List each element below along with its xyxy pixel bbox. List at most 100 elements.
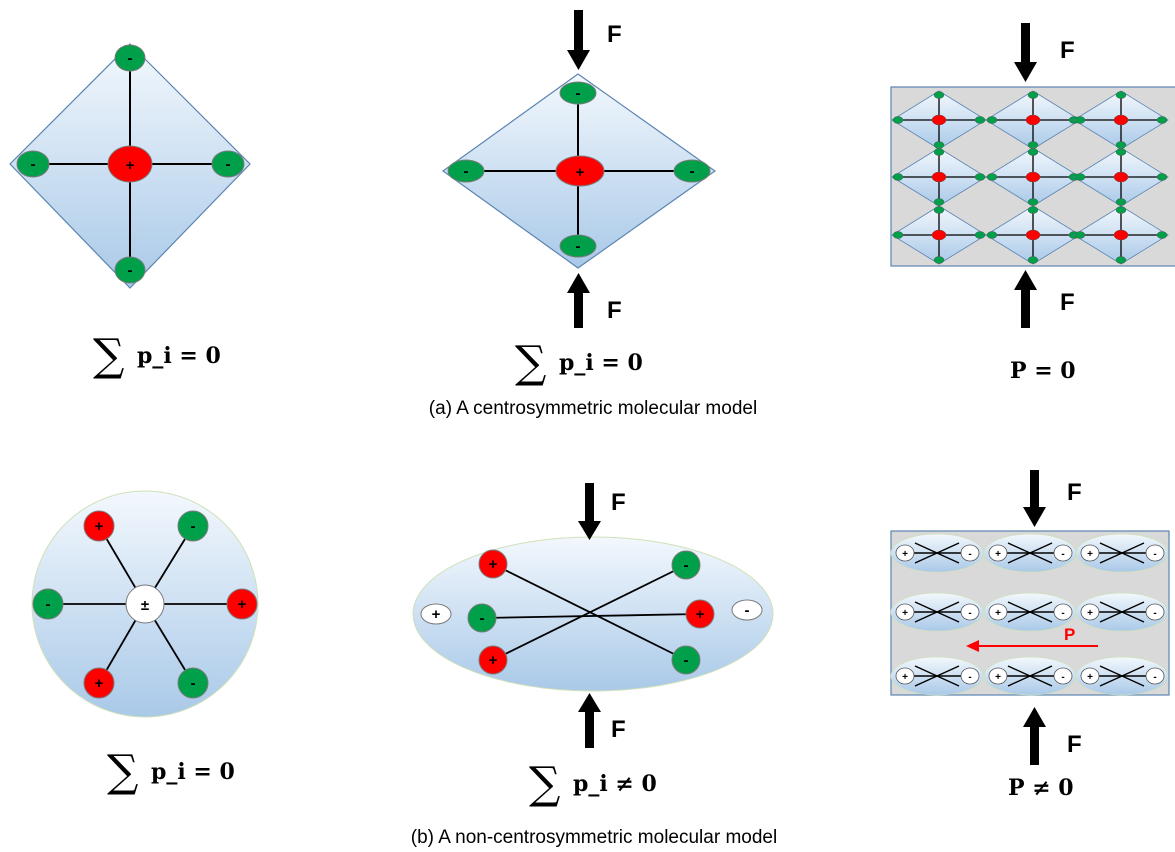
svg-text:-: - xyxy=(464,163,469,180)
svg-text:-: - xyxy=(46,596,51,613)
negative-charge xyxy=(1115,148,1127,156)
svg-text:p_i = 0: p_i = 0 xyxy=(151,759,235,785)
svg-text:-: - xyxy=(191,518,196,535)
svg-text:+: + xyxy=(902,608,908,619)
svg-text:p_i ≠ 0: p_i ≠ 0 xyxy=(573,771,657,797)
positive-end-charge: + xyxy=(988,667,1008,685)
svg-text:-: - xyxy=(576,85,581,102)
positive-end-charge: + xyxy=(988,544,1008,562)
panel-a1-diamond-molecule: + - - - - xyxy=(9,43,251,289)
negative-charge: - xyxy=(467,603,497,633)
negative-end-charge: - xyxy=(960,544,980,562)
lattice-diamond-cell xyxy=(1073,205,1169,265)
negative-charge xyxy=(986,231,998,239)
svg-text:-: - xyxy=(684,557,689,574)
caption-a: (a) A centrosymmetric molecular model xyxy=(429,398,757,419)
negative-charge: - xyxy=(671,645,701,675)
positive-charge: + xyxy=(83,510,115,542)
negative-charge xyxy=(986,173,998,181)
svg-text:+: + xyxy=(902,672,908,683)
negative-charge xyxy=(986,116,998,124)
svg-text:+: + xyxy=(238,596,247,613)
svg-text:-: - xyxy=(745,602,750,619)
positive-charge xyxy=(1113,229,1129,241)
force-arrow-down xyxy=(578,483,601,540)
positive-end-charge: + xyxy=(988,603,1008,621)
positive-charge xyxy=(1113,114,1129,126)
svg-text:+: + xyxy=(126,157,135,174)
panel-a3-lattice xyxy=(890,86,1175,267)
force-label-top: F xyxy=(1060,37,1075,64)
force-arrow-down xyxy=(567,10,590,70)
svg-text:-: - xyxy=(690,163,695,180)
svg-text:+: + xyxy=(902,549,908,560)
svg-text:-: - xyxy=(684,652,689,669)
negative-charge xyxy=(933,141,945,149)
negative-end-charge: - xyxy=(1145,667,1165,685)
negative-charge xyxy=(1115,91,1127,99)
negative-charge xyxy=(933,256,945,264)
negative-charge: - xyxy=(177,667,209,699)
positive-charge xyxy=(931,171,947,183)
positive-charge: + xyxy=(226,588,258,620)
lattice-ellipse-cell: +- xyxy=(890,656,984,696)
svg-text:+: + xyxy=(95,518,104,535)
positive-charge xyxy=(1025,171,1041,183)
right-negative-charge: - xyxy=(211,150,245,178)
positive-charge: + xyxy=(478,549,508,579)
negative-end-charge: - xyxy=(1053,667,1073,685)
svg-text:+: + xyxy=(576,164,585,181)
force-label-top: F xyxy=(611,489,626,516)
positive-end-charge: + xyxy=(895,603,915,621)
negative-charge xyxy=(1027,91,1039,99)
panel-b2-equation: ∑ p_i ≠ 0 xyxy=(529,758,657,809)
negative-charge xyxy=(892,173,904,181)
negative-charge xyxy=(933,148,945,156)
svg-text:-: - xyxy=(128,262,133,279)
polarization-arrowhead xyxy=(966,640,979,652)
svg-text:+: + xyxy=(696,606,705,623)
svg-text:+: + xyxy=(489,652,498,669)
lattice-ellipse-cell: +- xyxy=(890,533,984,573)
svg-text:-: - xyxy=(1153,672,1156,683)
lattice-ellipse-cell: +- xyxy=(1075,592,1169,632)
positive-end-charge: + xyxy=(1080,603,1100,621)
force-label-bottom: F xyxy=(611,716,626,743)
negative-charge xyxy=(1027,148,1039,156)
lattice-ellipse-cell: +- xyxy=(1075,656,1169,696)
svg-text:+: + xyxy=(1087,672,1093,683)
force-arrow-down xyxy=(1014,23,1037,82)
lattice-ellipse-cell: +- xyxy=(1075,533,1169,573)
lattice-ellipse-cell: +- xyxy=(983,592,1077,632)
svg-text:-: - xyxy=(968,608,971,619)
panel-b1-circular-molecule: ± + - - + + - xyxy=(31,490,259,718)
svg-text:-: - xyxy=(1153,608,1156,619)
lattice-diamond-cell xyxy=(985,147,1081,207)
panel-a2-compressed-diamond: + - - - - xyxy=(441,73,717,269)
svg-text:p_i = 0: p_i = 0 xyxy=(137,343,221,369)
negative-charge xyxy=(1027,206,1039,214)
force-arrow-up xyxy=(578,693,601,748)
force-label-top: F xyxy=(1067,479,1082,506)
lattice-ellipse-cell: +- xyxy=(983,656,1077,696)
negative-charge xyxy=(933,198,945,206)
svg-text:-: - xyxy=(576,238,581,255)
center-positive-charge: + xyxy=(107,145,153,183)
polarization-label: P xyxy=(1064,625,1075,644)
negative-charge xyxy=(1074,231,1086,239)
svg-text:∑: ∑ xyxy=(515,337,546,388)
caption-b: (b) A non-centrosymmetric molecular mode… xyxy=(411,827,777,848)
negative-end-charge: - xyxy=(1145,603,1165,621)
svg-text:-: - xyxy=(1153,549,1156,560)
panel-b1-equation: ∑ p_i = 0 xyxy=(107,746,235,797)
panel-a1-equation: ∑ p_i = 0 xyxy=(93,330,221,381)
lattice-ellipse-cell: +- xyxy=(890,592,984,632)
positive-charge: + xyxy=(478,645,508,675)
negative-charge xyxy=(1156,173,1168,181)
lattice-diamond-cell xyxy=(891,205,987,265)
negative-charge: - xyxy=(177,510,209,542)
panel-a3-equation: P = 0 xyxy=(1010,358,1076,384)
top-negative-charge: - xyxy=(114,44,146,72)
force-arrow-up xyxy=(1023,707,1046,765)
